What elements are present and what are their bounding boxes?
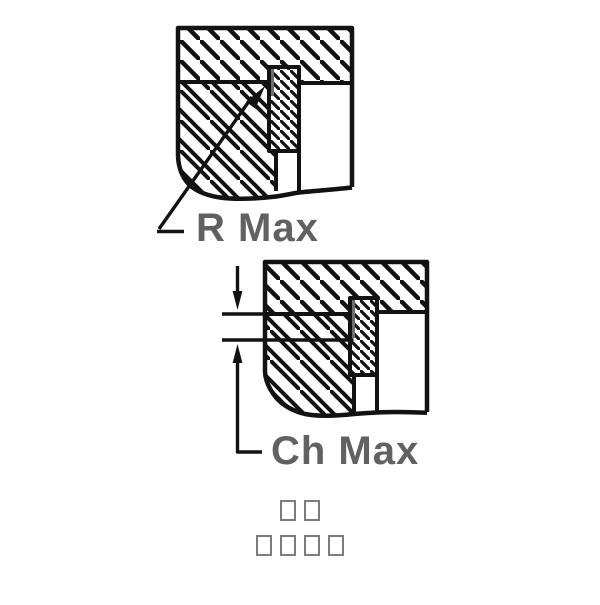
- r-max-leader-line: [157, 96, 254, 230]
- missing-glyph-box: [328, 535, 344, 556]
- missing-glyph-box: [304, 535, 320, 556]
- missing-glyph-box: [280, 535, 296, 556]
- caption-line-2: [256, 535, 344, 556]
- chamfer-figure: Ch Max: [222, 259, 430, 473]
- ch-max-leader-line: [235, 362, 262, 454]
- housing-section-hatch: [265, 262, 427, 314]
- figure-outline: [262, 259, 430, 412]
- missing-glyph-box: [280, 500, 296, 521]
- fillet-radius-figure: R Max: [157, 25, 355, 250]
- dimension-arrow-down: [232, 291, 243, 310]
- ch-max-label: Ch Max: [271, 429, 419, 473]
- break-line: [175, 155, 353, 201]
- housing-section-hatch: [178, 28, 352, 82]
- missing-glyph-box: [256, 535, 272, 556]
- caption-line-1: [280, 500, 320, 521]
- ring-land-lines: [350, 373, 379, 413]
- r-max-arrowhead: [246, 86, 265, 109]
- r-max-label: R Max: [196, 206, 319, 250]
- ring-land-lines: [269, 149, 301, 191]
- figure-outline: [175, 25, 355, 187]
- missing-glyph-box: [304, 500, 320, 521]
- break-line: [262, 371, 428, 418]
- dimension-arrow-up: [232, 344, 243, 363]
